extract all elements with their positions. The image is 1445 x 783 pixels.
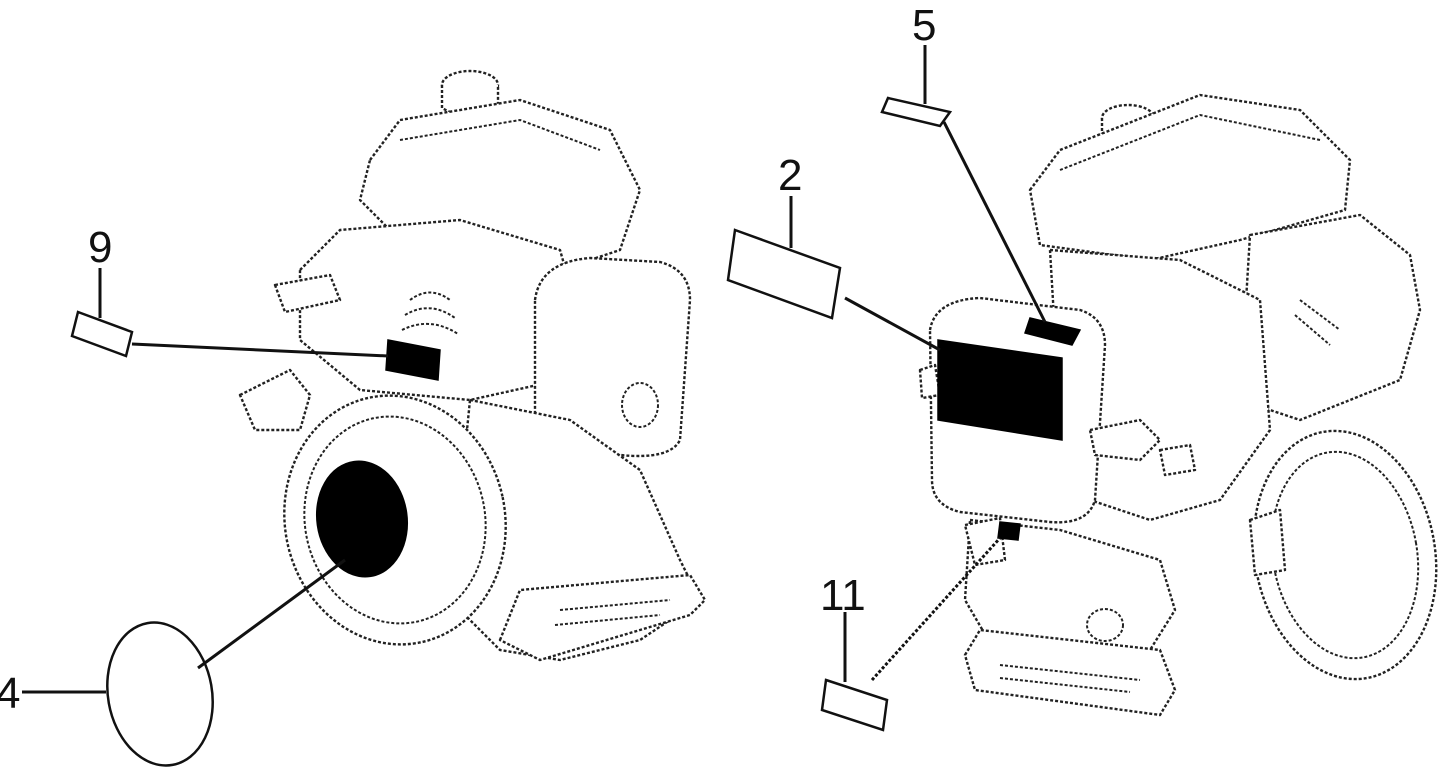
callout-11: 11 <box>820 571 866 620</box>
engine-right <box>918 93 1438 717</box>
leader-4 <box>197 558 346 670</box>
decal-9 <box>70 310 134 358</box>
callout-9: 9 <box>88 223 112 272</box>
top-label-decal <box>1024 317 1082 346</box>
callout-4: 4 <box>0 669 20 718</box>
callout-5: 5 <box>912 1 936 50</box>
leader-11 <box>870 536 1002 682</box>
block-label-decal <box>385 339 441 381</box>
engine-left <box>238 69 707 662</box>
decal-2 <box>726 228 842 320</box>
leader-9 <box>131 342 389 358</box>
leader-5 <box>942 121 1047 323</box>
callout-2: 2 <box>778 151 802 200</box>
air-cleaner-label-decal <box>937 339 1063 441</box>
decal-11 <box>820 678 889 732</box>
starter-label-decal <box>315 460 409 578</box>
decal-5 <box>880 96 953 128</box>
frame-label-decal <box>997 521 1021 541</box>
decal-4 <box>106 621 214 767</box>
leader-2 <box>844 296 941 352</box>
